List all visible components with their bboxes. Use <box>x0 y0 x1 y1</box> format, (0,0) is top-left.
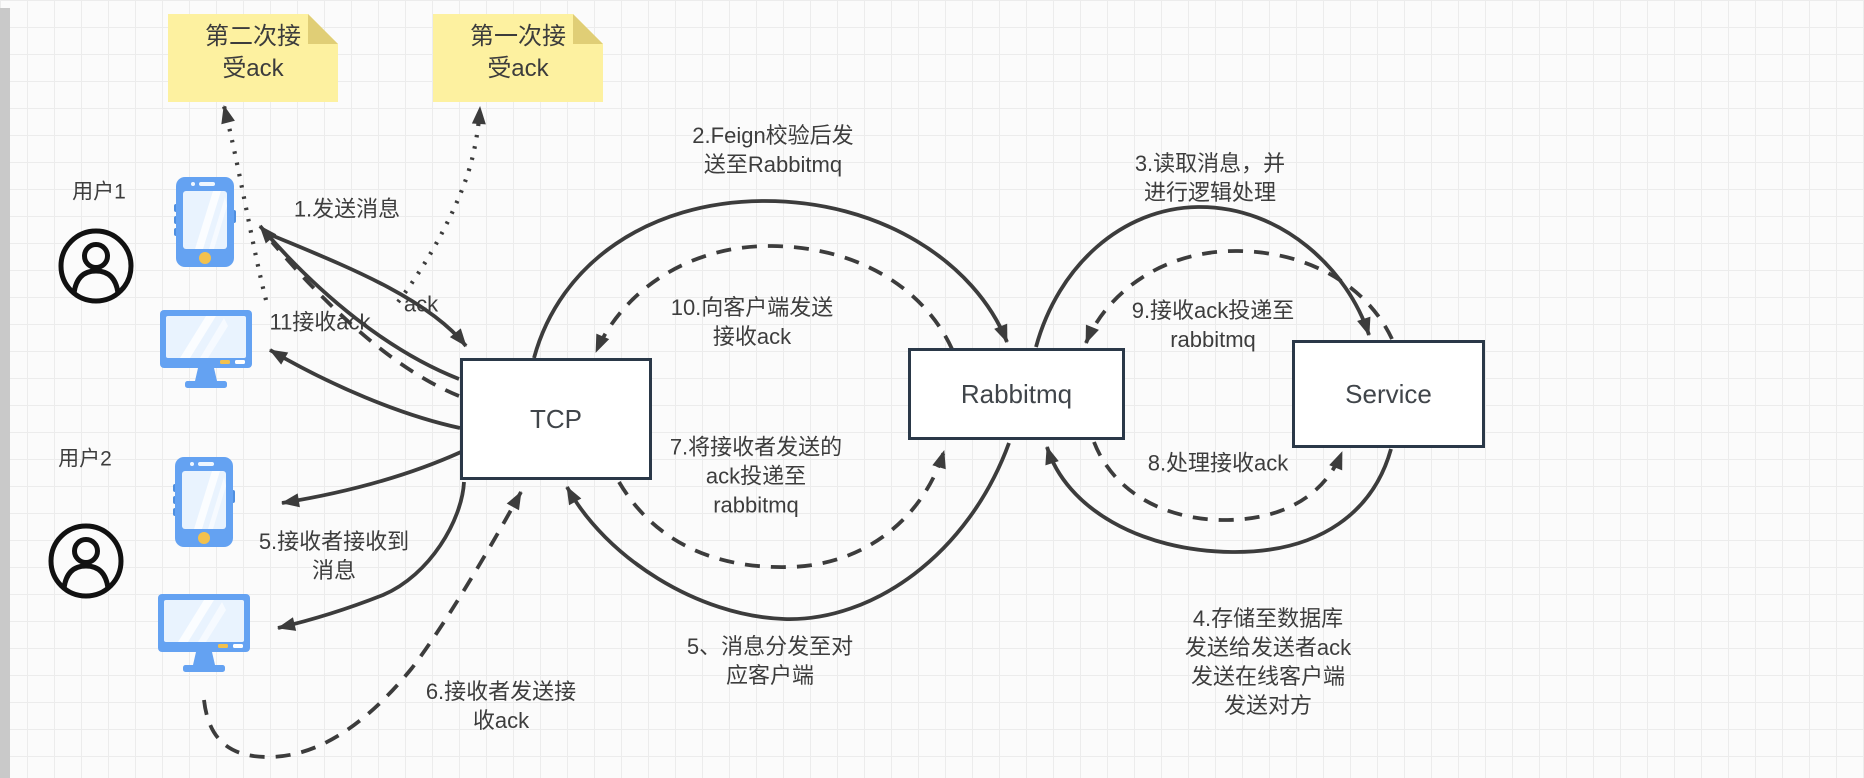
note-line: 第二次接 <box>205 23 301 50</box>
edge-label-store-database-4: 4.存储至数据库 发送给发送者ack 发送在线客户端 发送对方 <box>1185 604 1351 720</box>
edge-label-ack-to-rabbitmq-9: 9.接收ack投递至 rabbitmq <box>1132 296 1295 354</box>
note-second-ack[interactable]: 第二次接 受ack <box>168 14 338 102</box>
edge-label-line: 4.存储至数据库 <box>1192 606 1344 631</box>
edge-label-line: 7.将接收者发送的 <box>669 434 843 460</box>
smartphone-icon[interactable] <box>173 176 237 268</box>
edge-label-send-client-ack-10: 10.向客户端发送 接收ack <box>671 293 834 351</box>
note-text: 第二次接 受ack <box>168 14 338 85</box>
edge-label-line: 2.Feign校验后发 <box>692 123 854 148</box>
edge-label-ack: ack <box>404 290 438 319</box>
node-label: TCP <box>530 403 582 434</box>
edge-dotted-to-first-ack-note <box>396 106 486 304</box>
user-icon[interactable] <box>57 227 135 305</box>
monitor-icon[interactable] <box>156 592 252 676</box>
actor-label-user1: 用户1 <box>72 178 126 207</box>
node-service[interactable]: Service <box>1292 340 1485 448</box>
node-label: Service <box>1345 378 1432 409</box>
note-line: 受ack <box>222 55 284 82</box>
smartphone-icon[interactable] <box>172 456 236 548</box>
edge-label-line: 9.接收ack投递至 <box>1131 298 1295 323</box>
edge-label-line: 11接收ack <box>269 309 371 335</box>
left-scrollbar[interactable] <box>0 8 10 778</box>
edge-label-line: 发送给发送者ack <box>1184 635 1352 660</box>
edge-label-line: 送至Rabbitmq <box>703 152 843 177</box>
edge-label-line: 进行逻辑处理 <box>1143 180 1277 205</box>
edge-label-line: 消息 <box>311 558 357 583</box>
edge-label-receiver-send-ack-6: 6.接收者发送接 收ack <box>426 677 576 735</box>
edge-label-send-message-1: 1.发送消息 <box>294 195 400 224</box>
actor-label-user2: 用户2 <box>58 445 112 474</box>
actor-label-text: 用户2 <box>58 447 112 471</box>
edge-label-line: 10.向客户端发送 <box>670 295 834 320</box>
edge-label-handle-ack-8: 8.处理接收ack <box>1148 449 1289 478</box>
user-icon[interactable] <box>47 522 125 600</box>
edge-label-receive-ack-11: 11接收ack <box>269 308 370 337</box>
edge-label-feign-send-2: 2.Feign校验后发 送至Rabbitmq <box>692 121 853 179</box>
node-tcp[interactable]: TCP <box>460 358 652 480</box>
edge-label-line: 5、消息分发至对 <box>686 634 854 659</box>
edge-label-line: 应客户端 <box>725 663 814 688</box>
edge-label-line: rabbitmq <box>1170 327 1256 352</box>
edge-label-line: 接收ack <box>712 324 792 349</box>
monitor-icon[interactable] <box>158 308 254 392</box>
node-rabbitmq[interactable]: Rabbitmq <box>908 348 1125 440</box>
node-label: Rabbitmq <box>960 378 1073 409</box>
edge-label-receiver-got-message-5: 5.接收者接收到 消息 <box>259 527 409 585</box>
edge-label-line: 发送在线客户端 <box>1190 664 1345 689</box>
note-first-ack[interactable]: 第一次接 受ack <box>433 14 603 102</box>
edge-label-line: ack投递至 <box>705 463 807 489</box>
edge-label-line: 3.读取消息，并 <box>1134 151 1286 176</box>
edge-label-line: 发送对方 <box>1223 693 1312 718</box>
edge-label-line: 5.接收者接收到 <box>258 529 410 554</box>
edge-tcp-to-monitor1 <box>269 348 461 430</box>
edge-label-line: ack <box>403 291 439 317</box>
edge-label-read-message-3: 3.读取消息，并 进行逻辑处理 <box>1135 149 1285 207</box>
edge-label-line: 6.接收者发送接 <box>425 679 577 704</box>
note-line: 受ack <box>487 55 549 82</box>
edge-label-line: 收ack <box>472 708 530 733</box>
actor-label-text: 用户1 <box>72 180 126 204</box>
note-line: 第一次接 <box>470 23 566 50</box>
edge-label-line: 1.发送消息 <box>293 196 401 222</box>
edge-label-line: rabbitmq <box>713 492 799 518</box>
edge-tcp-to-phone2 <box>281 450 462 508</box>
note-text: 第一次接 受ack <box>433 14 603 85</box>
edge-label-line: 8.处理接收ack <box>1147 450 1289 476</box>
edge-label-dispatch-clients-5: 5、消息分发至对 应客户端 <box>687 632 853 690</box>
edge-label-deliver-ack-7: 7.将接收者发送的 ack投递至 rabbitmq <box>670 433 842 520</box>
